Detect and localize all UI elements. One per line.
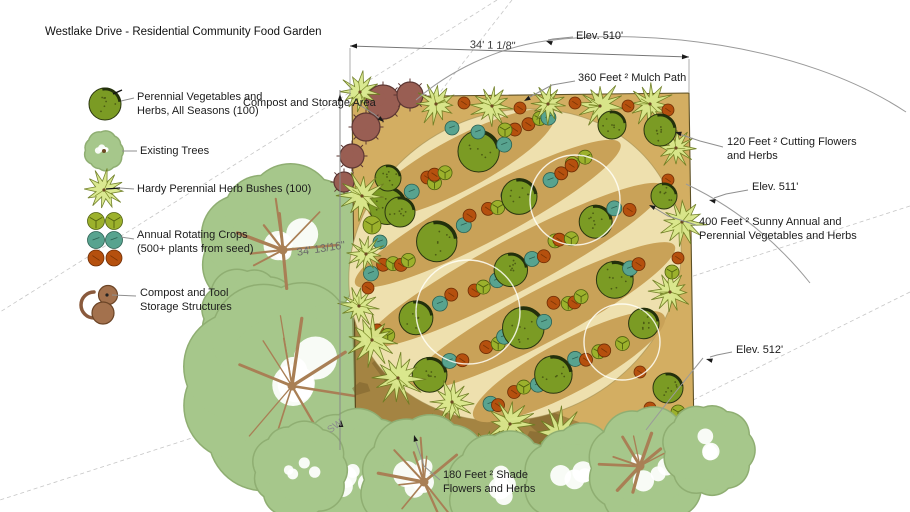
annotation-sunny-beds: 400 Feet ² Sunny Annual and Perennial Ve… — [699, 216, 857, 242]
dimension-top-text: 34' 1 1/8" — [469, 39, 516, 53]
compost-storage-icon — [79, 284, 119, 325]
compost-pile — [330, 78, 427, 250]
legend-label-perennial-vegetables: Perennial Vegetables and Herbs, All Seas… — [137, 91, 263, 117]
annotation-mulch-path: 360 Feet ² Mulch Path — [578, 72, 687, 84]
annotation-compost-storage-area: Compost and Storage Area — [243, 97, 376, 109]
annotation-elev-511: Elev. 511' — [752, 181, 799, 193]
dimension-lines — [337, 43, 690, 450]
legend-icons — [79, 87, 137, 325]
leader-lines — [357, 36, 749, 481]
contour-lines — [415, 36, 907, 431]
legend-label-compost-storage: Compost and Tool Storage Structures — [140, 287, 232, 313]
page-title: Westlake Drive - Residential Community F… — [45, 26, 322, 38]
annual-crops-icon — [87, 212, 123, 267]
tree-outline-circles — [415, 154, 661, 381]
annotation-elev-512: Elev. 512' — [736, 344, 784, 356]
perennial-vegetables-icon — [88, 87, 123, 121]
annotation-shade-beds: 180 Feet ² Shade Flowers and Herbs — [443, 469, 536, 495]
existing-trees-icon — [83, 130, 125, 172]
existing-trees-bottom — [252, 404, 756, 512]
hardy-herb-bush-icon — [84, 168, 125, 209]
legend-label-hardy-herb-bushes: Hardy Perennial Herb Bushes (100) — [137, 183, 312, 195]
annotation-elev-510: Elev. 510' — [576, 30, 624, 42]
legend-label-existing-trees: Existing Trees — [140, 145, 210, 157]
annotation-cutting-flowers: 120 Feet ² Cutting Flowers and Herbs — [727, 136, 857, 162]
legend-label-annual-crops: Annual Rotating Crops (500+ plants from … — [137, 229, 254, 255]
